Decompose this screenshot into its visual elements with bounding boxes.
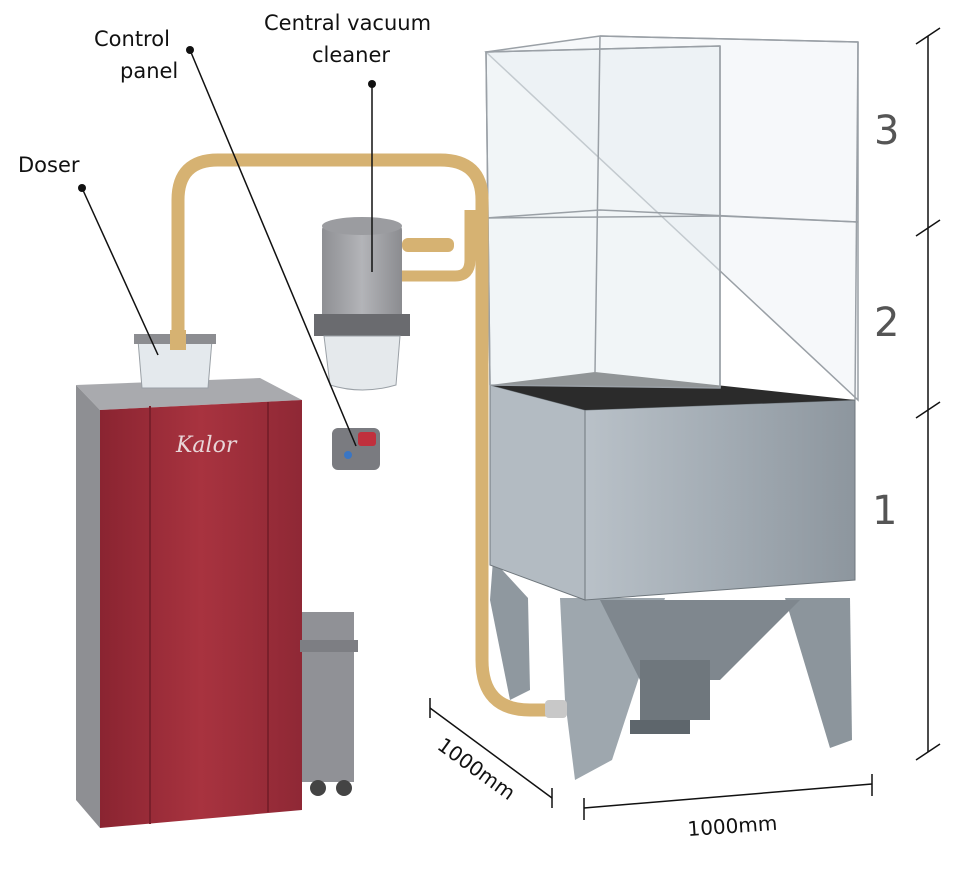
callout-vacuum: Central vacuum cleaner [264, 11, 431, 272]
section-label-1: 1 [872, 488, 897, 534]
silo-base-left-face [489, 384, 586, 601]
label-control-panel-line1: Control [94, 27, 170, 51]
depth-dimension-label: 1000mm [433, 733, 520, 805]
section-label-2: 2 [874, 300, 899, 346]
label-doser: Doser [18, 153, 80, 177]
silo-glass-extensions [484, 35, 859, 402]
depth-dimension [429, 698, 553, 808]
control-panel-device [332, 428, 380, 470]
hose-coupling [545, 700, 567, 718]
callout-control-panel: Control panel [94, 27, 357, 447]
height-dimension [915, 27, 941, 761]
width-dimension-label: 1000mm [687, 811, 778, 841]
label-control-panel-line2: panel [120, 59, 178, 83]
boiler-brand-logo: Kalor [175, 433, 238, 458]
label-vacuum-line2: cleaner [312, 43, 390, 67]
section-label-3: 3 [874, 108, 899, 154]
callout-doser: Doser [18, 153, 159, 356]
width-dimension [583, 774, 873, 820]
doser-device [134, 330, 216, 389]
label-vacuum-line1: Central vacuum [264, 11, 431, 35]
vacuum-hose [171, 153, 562, 717]
pellet-boiler: Kalor [76, 378, 358, 828]
central-vacuum-cleaner [314, 217, 454, 391]
silo-base-front-face [584, 399, 856, 601]
silo-legs [490, 560, 852, 780]
vacuum-inlet-hose [402, 210, 476, 282]
silo [484, 35, 859, 780]
